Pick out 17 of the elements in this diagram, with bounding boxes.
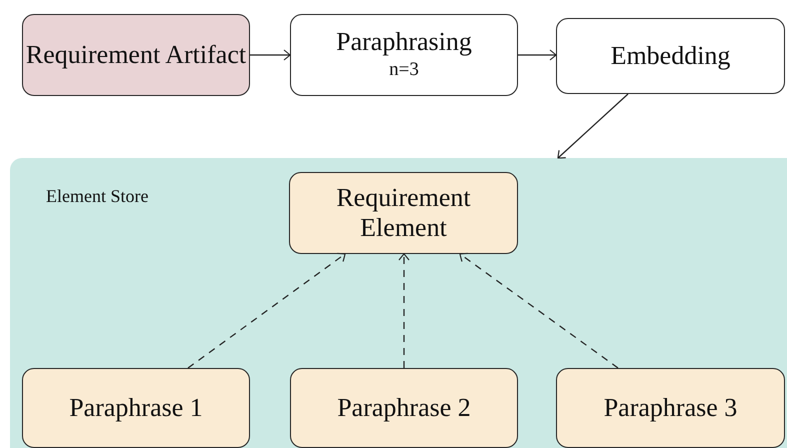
paraphrase-box: [556, 368, 785, 448]
paraphrase-box: [290, 368, 518, 448]
process-box: [556, 18, 785, 94]
paraphrase-box: [22, 368, 250, 448]
node-label: Requirement Element: [335, 183, 472, 243]
node-label: Paraphrasing: [336, 27, 472, 57]
node-label: Paraphrase 3: [604, 393, 738, 423]
node-label: Paraphrase 2: [337, 393, 471, 423]
panel-title: Element Store: [46, 186, 148, 207]
store-panel: [10, 158, 787, 448]
process-box: [290, 14, 518, 96]
node-label: Paraphrase 1: [69, 393, 203, 423]
node-label: Embedding: [610, 41, 730, 71]
parameter-label: n=3: [389, 58, 419, 82]
element-box: [289, 172, 518, 254]
process-box: [22, 14, 250, 96]
node-label: Requirement Artifact: [26, 40, 246, 70]
